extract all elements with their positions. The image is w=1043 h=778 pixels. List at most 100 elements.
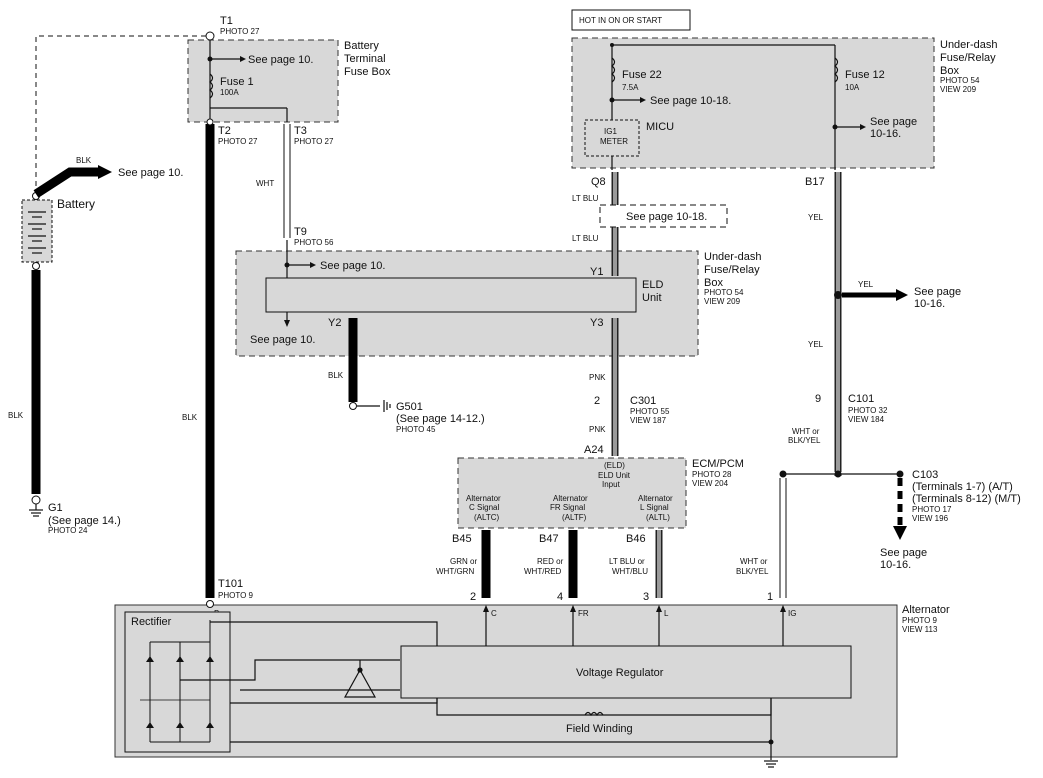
term-c: C — [491, 609, 497, 618]
ecm-title: ECM/PCM — [692, 458, 744, 470]
top-view: VIEW 209 — [940, 85, 977, 94]
y1-label: Y1 — [590, 266, 603, 278]
t2-label: T2 — [218, 125, 231, 137]
fuse22-label: Fuse 22 — [622, 69, 662, 81]
l-wire-2: WHT/BLU — [612, 567, 648, 576]
altc-tag: (ALTC) — [474, 513, 500, 522]
main-blk: BLK — [182, 413, 198, 422]
q8-label: Q8 — [591, 176, 606, 188]
g501-photo: PHOTO 45 — [396, 425, 436, 434]
c103-label: C103 — [912, 469, 938, 481]
ig-wire-1: WHT or — [740, 557, 768, 566]
eld-tag: (ELD) — [604, 461, 625, 470]
field-winding-label: Field Winding — [566, 723, 633, 735]
alt-view: VIEW 113 — [902, 625, 938, 634]
battery-icon — [21, 199, 53, 263]
pnk-1: PNK — [589, 373, 606, 382]
lt-blu-2: LT BLU — [572, 234, 599, 243]
c101-photo: PHOTO 32 — [848, 406, 888, 415]
see-1016-top-2: 10-16. — [870, 128, 901, 140]
altl-2: L Signal — [640, 503, 669, 512]
c103-line1: (Terminals 1-7) (A/T) — [912, 481, 1013, 493]
term-l: L — [664, 609, 669, 618]
b45-label: B45 — [452, 533, 472, 545]
yel-arrow-icon — [896, 289, 908, 301]
top-title-2: Fuse/Relay — [940, 52, 996, 64]
term-fr: FR — [578, 609, 589, 618]
fuse22-icon — [611, 57, 616, 83]
t3-label: T3 — [294, 125, 307, 137]
c101-label: C101 — [848, 393, 874, 405]
ecm-view: VIEW 204 — [692, 479, 729, 488]
c103-see-1: See page — [880, 547, 927, 559]
c-pin: 2 — [470, 591, 476, 603]
fr-pin: 4 — [557, 591, 563, 603]
altc-2: C Signal — [469, 503, 499, 512]
eld-unit-2: Unit — [642, 292, 662, 304]
c301-photo: PHOTO 55 — [630, 407, 670, 416]
fuse1-icon — [209, 73, 214, 99]
t1-photo: PHOTO 27 — [220, 27, 260, 36]
mid-view: VIEW 209 — [704, 297, 741, 306]
bfb-title-2: Terminal — [344, 53, 386, 65]
lt-blu-1: LT BLU — [572, 194, 599, 203]
g501-label: G501 — [396, 401, 423, 413]
altl-1: Alternator — [638, 494, 673, 503]
altf-tag: (ALTF) — [562, 513, 587, 522]
c-wire-2: WHT/GRN — [436, 567, 474, 576]
g1-ground-icon — [29, 504, 43, 517]
micu-label: MICU — [646, 121, 674, 133]
eld-unit-1: ELD — [642, 279, 663, 291]
bfb-title-1: Battery — [344, 40, 379, 52]
c301-view: VIEW 187 — [630, 416, 667, 425]
t1-label: T1 — [220, 15, 233, 27]
altl-tag: (ALTL) — [646, 513, 670, 522]
bfb-see: See page 10. — [248, 54, 313, 66]
fuse1-rating: 100A — [220, 88, 239, 97]
top-photo: PHOTO 54 — [940, 76, 980, 85]
wht-wire: WHT — [256, 179, 274, 188]
hot-label: HOT IN ON OR START — [579, 16, 662, 25]
ig-wire-2: BLK/YEL — [736, 567, 769, 576]
yel-3: YEL — [808, 340, 824, 349]
pnk-2: PNK — [589, 425, 606, 434]
c301-pin: 2 — [594, 395, 600, 407]
t1-terminal — [205, 31, 215, 41]
mid-photo: PHOTO 54 — [704, 288, 744, 297]
fuse22-rating: 7.5A — [622, 83, 639, 92]
see-1018-box — [599, 204, 728, 228]
alt-title: Alternator — [902, 604, 950, 616]
see-1016-mid-1: See page — [914, 286, 961, 298]
bfb-title-3: Fuse Box — [344, 66, 391, 78]
g501-blk: BLK — [328, 371, 344, 380]
top-title-3: Box — [940, 65, 959, 77]
fr-wire-2: WHT/RED — [524, 567, 562, 576]
ecm-box — [457, 457, 687, 529]
b17-label: B17 — [805, 176, 825, 188]
yel-2: YEL — [858, 280, 874, 289]
meter-label: METER — [600, 137, 628, 146]
voltage-regulator-box — [400, 645, 852, 699]
see-1018-mid: See page 10-18. — [626, 211, 707, 223]
t101-label: T101 — [218, 578, 243, 590]
eld-input-2: Input — [602, 480, 621, 489]
fuse12-icon — [834, 57, 839, 83]
battery-blk: BLK — [76, 156, 92, 165]
g1-photo: PHOTO 24 — [48, 526, 88, 535]
battery-see: See page 10. — [118, 167, 183, 179]
hot-label-box — [571, 9, 691, 31]
c103-view: VIEW 196 — [912, 514, 949, 523]
g1-see: (See page 14.) — [48, 515, 121, 527]
c103-arrow-icon — [893, 526, 907, 540]
g501-ground-icon — [383, 400, 391, 412]
g501-see: (See page 14-12.) — [396, 413, 485, 425]
top-title-1: Under-dash — [940, 39, 997, 51]
c301-label: C301 — [630, 395, 656, 407]
see-1018-top: See page 10-18. — [650, 95, 731, 107]
mid-title-2: Fuse/Relay — [704, 264, 760, 276]
mid-see-bottom: See page 10. — [250, 334, 315, 346]
c103-see-2: 10-16. — [880, 559, 911, 571]
t3-photo: PHOTO 27 — [294, 137, 334, 146]
y2-label: Y2 — [328, 317, 341, 329]
